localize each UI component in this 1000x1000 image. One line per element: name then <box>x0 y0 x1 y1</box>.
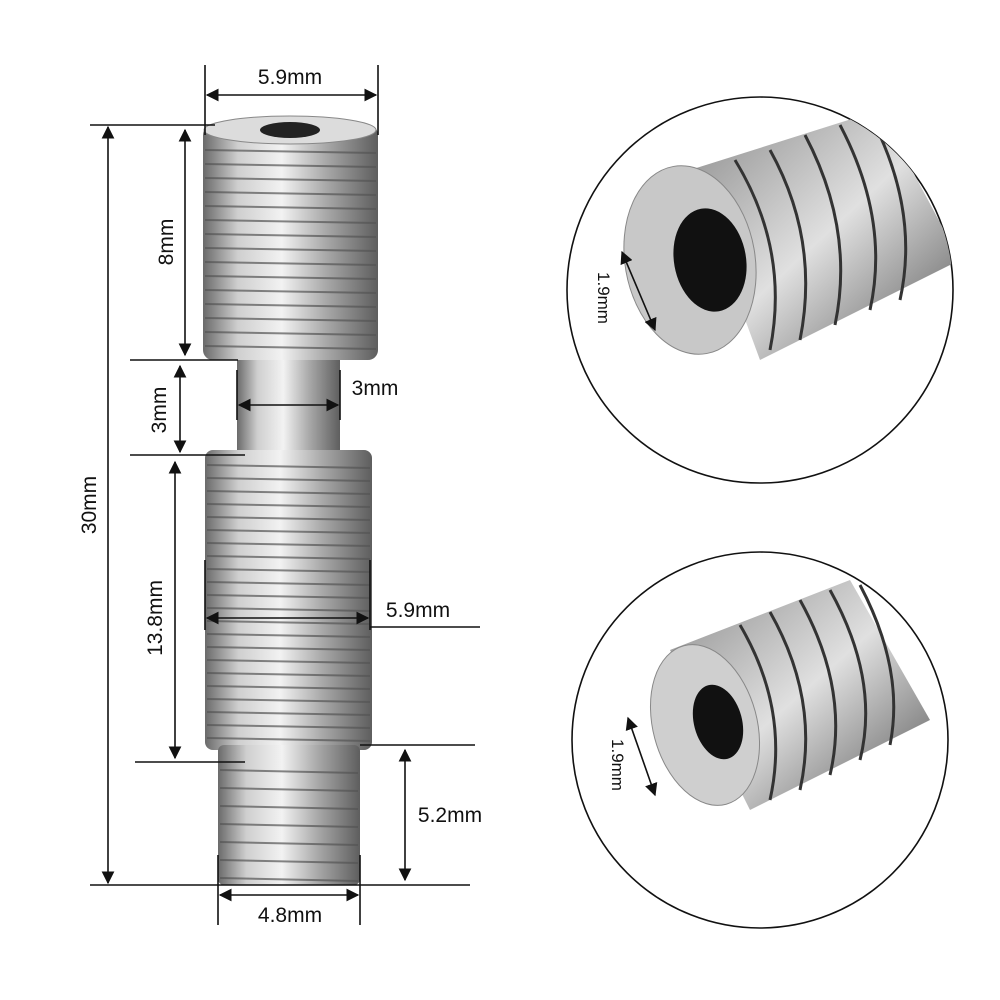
middle-thread-length-label: 13.8mm <box>144 580 167 656</box>
thread-line <box>219 823 359 828</box>
thread-line <box>206 581 371 586</box>
thread-line <box>206 490 371 495</box>
top-end-detail: 1.9mm <box>566 96 954 484</box>
thread-line <box>206 698 371 703</box>
thread-line <box>206 516 371 521</box>
heatbreak-part <box>203 115 378 885</box>
thread-line <box>206 711 371 716</box>
top-thread-section <box>203 125 378 360</box>
thread-line <box>219 877 359 882</box>
thread-line <box>219 859 359 864</box>
thread-line <box>206 633 371 638</box>
thread-line <box>204 317 377 322</box>
middle-thread-section <box>205 450 372 750</box>
bottom-end-detail: 1.9mm <box>571 551 949 929</box>
thread-line <box>219 805 359 810</box>
thread-line <box>204 233 377 238</box>
thread-line <box>206 659 371 664</box>
thread-line <box>204 275 377 280</box>
thread-line <box>204 247 377 252</box>
thread-line <box>204 191 377 196</box>
thread-line <box>206 594 371 599</box>
thread-line <box>206 568 371 573</box>
thread-line <box>204 303 377 308</box>
thread-line <box>206 607 371 612</box>
bottom-diameter-label: 4.8mm <box>258 904 322 927</box>
thread-line <box>206 477 371 482</box>
thread-line <box>206 555 371 560</box>
thread-line <box>219 841 359 846</box>
thread-line <box>204 331 377 336</box>
top-threads <box>204 149 377 350</box>
thread-line <box>206 685 371 690</box>
middle-diameter-label: 5.9mm <box>386 599 450 622</box>
dimension-lines <box>90 65 480 925</box>
top-bore-label: 1.9mm <box>594 272 613 324</box>
thread-line <box>206 672 371 677</box>
top-thread-length-label: 8mm <box>155 219 178 266</box>
neck-diameter-label: 3mm <box>352 377 399 400</box>
total-length-label: 30mm <box>78 476 101 534</box>
thread-line <box>204 261 377 266</box>
thread-line <box>206 646 371 651</box>
thread-line <box>204 289 377 294</box>
thread-line <box>206 529 371 534</box>
thread-line <box>204 177 377 182</box>
thread-line <box>206 464 371 469</box>
thread-line <box>206 503 371 508</box>
thread-line <box>206 737 371 742</box>
thread-line <box>204 345 377 350</box>
bottom-grooves <box>219 769 359 882</box>
thread-line <box>204 219 377 224</box>
thread-line <box>219 787 359 792</box>
thread-line <box>204 149 377 154</box>
thread-line <box>204 205 377 210</box>
thread-line <box>206 542 371 547</box>
bottom-bore-label: 1.9mm <box>608 739 627 791</box>
top-bore <box>260 122 320 138</box>
bottom-section <box>218 745 360 885</box>
bore-hole <box>692 684 744 760</box>
neck-length-label: 3mm <box>148 387 171 434</box>
top-diameter-label: 5.9mm <box>258 66 322 89</box>
thread-line <box>206 724 371 729</box>
thread-line <box>219 769 359 774</box>
bore-hole <box>673 208 747 312</box>
bottom-length-label: 5.2mm <box>418 804 482 827</box>
neck-section <box>237 360 340 460</box>
thread-line <box>204 163 377 168</box>
